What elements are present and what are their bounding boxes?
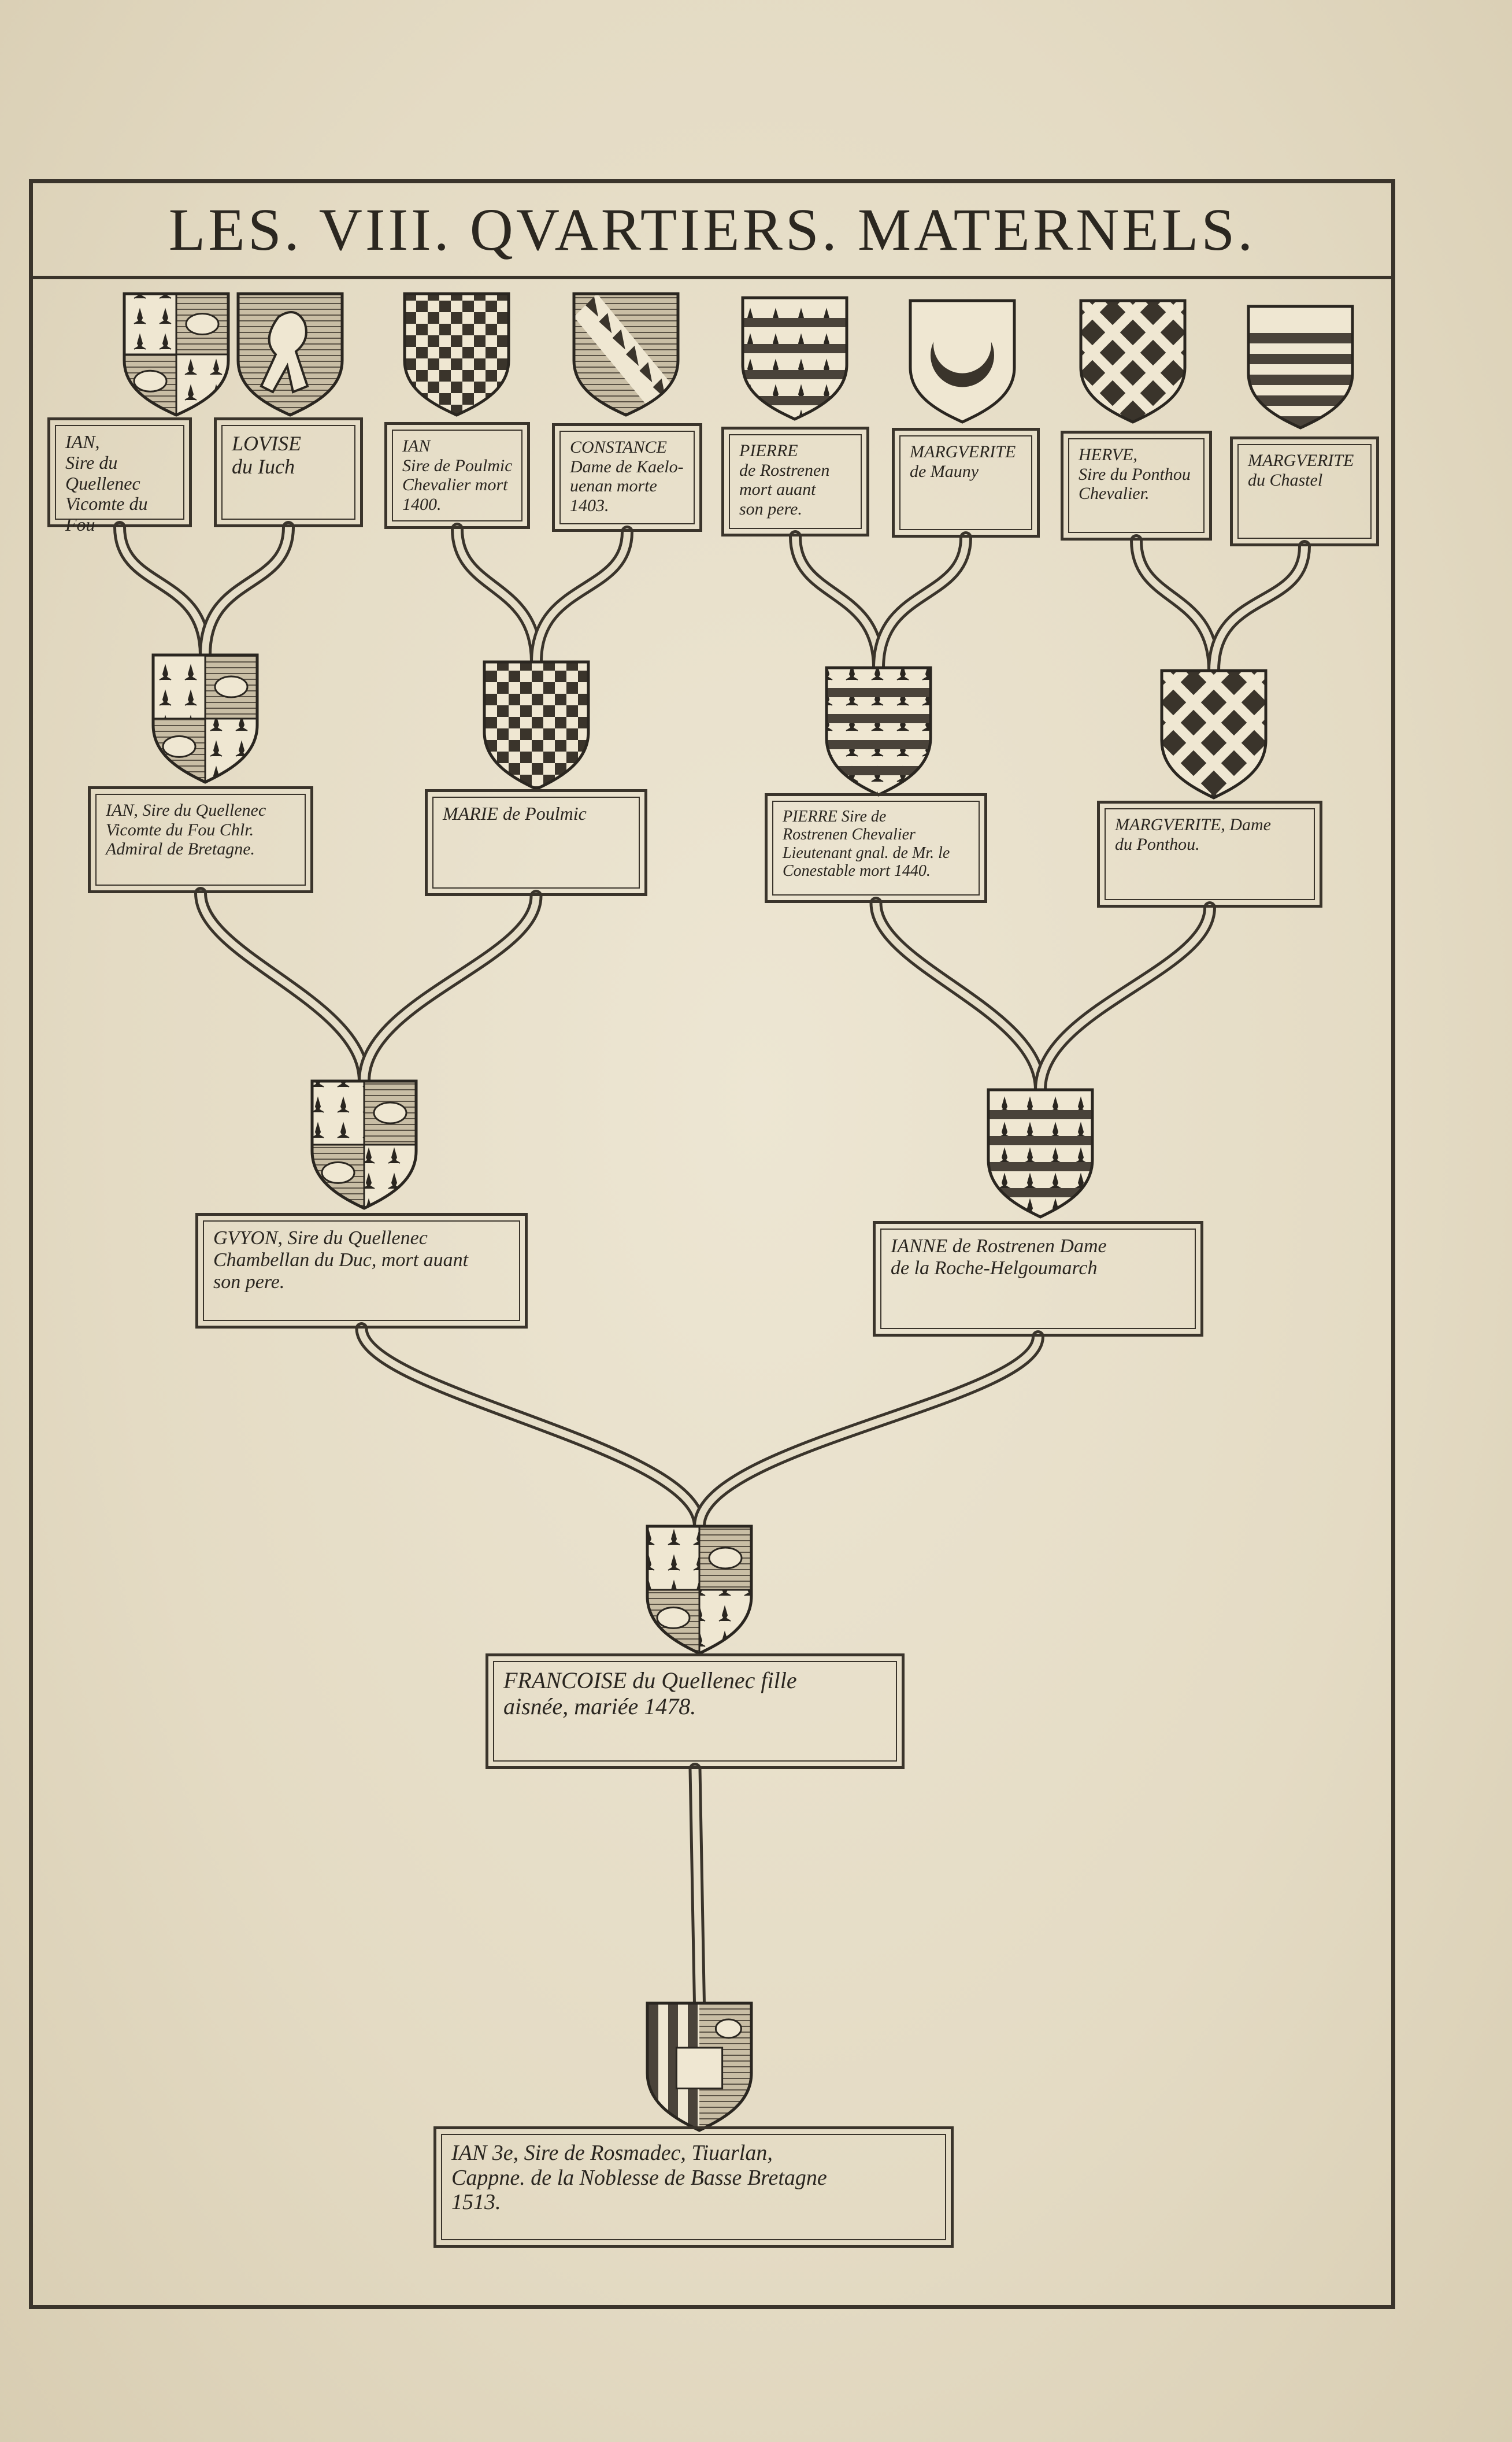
person-box-ianne: IANNE de Rostrenen Dame de la Roche-Helg… <box>873 1221 1203 1337</box>
person-box-ian1: IAN, Sire du Quellenec Vicomte du Fou <box>47 417 192 535</box>
person-label-ian1: IAN, Sire du Quellenec Vicomte du Fou <box>65 431 148 535</box>
person-label-marg3: MARGVERITE, Dame du Ponthou. <box>1115 815 1271 854</box>
person-label-louise: LOVISE du Iuch <box>232 432 301 479</box>
tree-connectors <box>113 521 1311 2010</box>
page-frame <box>29 179 1395 2309</box>
connector-ian1 <box>113 521 212 661</box>
shield-ian1-icon <box>123 292 230 417</box>
connector-marg1 <box>872 531 972 674</box>
connector-guyon-inner <box>358 1325 703 1530</box>
person-label-marg1: MARGVERITE de Mauny <box>910 442 1016 481</box>
connector-pierre2 <box>869 897 1047 1096</box>
connector-ianne-inner <box>696 1333 1042 1530</box>
person-box-ian2: IAN Sire de Poulmic Chevalier mort 1400. <box>384 422 530 529</box>
person-box-pierre1: PIERRE de Rostrenen mort auant son pere. <box>721 427 869 536</box>
person-label-ian2: IAN Sire de Poulmic Chevalier mort 1400. <box>402 436 513 514</box>
connector-pierre1 <box>789 530 885 674</box>
connector-pierre1-inner <box>792 533 882 671</box>
shield-pierre2-icon <box>825 666 932 797</box>
person-label-constance: CONSTANCE Dame de Kaelo- uenan morte 140… <box>570 438 684 515</box>
shield-marie-icon <box>483 660 590 791</box>
person-box-pierre2: PIERRE Sire de Rostrenen Chevalier Lieut… <box>765 793 987 903</box>
connector-pierre2-inner <box>872 900 1044 1093</box>
connector-louise <box>199 521 295 661</box>
shield-ian2-icon <box>403 292 510 417</box>
person-box-guyon: GVYON, Sire du Quellenec Chambellan du D… <box>195 1213 528 1329</box>
connector-constance <box>530 526 633 668</box>
person-label-pierre2: PIERRE Sire de Rostrenen Chevalier Lieut… <box>783 808 950 880</box>
person-label-marie: MARIE de Poulmic <box>443 803 587 824</box>
person-label-marg2: MARGVERITE du Chastel <box>1248 451 1354 490</box>
person-label-pierre1: PIERRE de Rostrenen mort auant son pere. <box>739 441 830 519</box>
shield-marg3-icon <box>1160 669 1268 800</box>
shield-francoise-icon <box>646 1525 753 1655</box>
person-box-francoise: FRANCOISE du Quellenec fille aisnée, mar… <box>486 1653 905 1769</box>
connector-marg1-inner <box>875 534 969 671</box>
person-label-guyon: GVYON, Sire du Quellenec Chambellan du D… <box>213 1227 469 1293</box>
connector-ian3 <box>194 887 370 1087</box>
person-box-marg1: MARGVERITE de Mauny <box>892 428 1040 538</box>
shield-constance-icon <box>572 292 680 417</box>
connector-marie-inner <box>361 893 540 1085</box>
coats-of-arms <box>123 292 1354 2132</box>
connector-herve-inner <box>1133 537 1217 674</box>
shield-marg1-icon <box>909 299 1016 424</box>
connector-ian3-inner <box>197 890 368 1085</box>
connector-francoise-inner <box>691 1766 703 2007</box>
shield-ian4-icon <box>646 2001 753 2132</box>
connector-louise-inner <box>202 524 292 658</box>
connector-guyon <box>355 1322 706 1533</box>
shield-louise-icon <box>236 292 344 417</box>
person-label-ianne: IANNE de Rostrenen Dame de la Roche-Helg… <box>891 1235 1107 1279</box>
shield-marg2-icon <box>1247 305 1354 430</box>
connector-marg3 <box>1034 901 1216 1096</box>
page-title: LES. VIII. QVARTIERS. MATERNELS. <box>168 196 1256 263</box>
person-box-herve: HERVE, Sire du Ponthou Chevalier. <box>1061 431 1212 541</box>
connector-ian1-inner <box>116 524 209 658</box>
person-box-marg2: MARGVERITE du Chastel <box>1230 436 1379 546</box>
person-box-ian4: IAN 3e, Sire de Rosmadec, Tiuarlan, Capp… <box>433 2126 954 2248</box>
shield-ianne-icon <box>987 1088 1094 1219</box>
person-label-herve: HERVE, Sire du Ponthou Chevalier. <box>1079 445 1191 504</box>
title-bar: LES. VIII. QVARTIERS. MATERNELS. <box>33 183 1391 279</box>
shield-ian3-icon <box>151 653 259 784</box>
connector-marg2 <box>1207 540 1311 677</box>
connector-ian2 <box>451 523 543 668</box>
connector-marie <box>358 890 543 1087</box>
person-label-ian3: IAN, Sire du Quellenec Vicomte du Fou Ch… <box>106 801 266 859</box>
connector-ianne <box>693 1330 1044 1533</box>
person-box-louise: LOVISE du Iuch <box>214 417 363 527</box>
connector-constance-inner <box>533 528 631 665</box>
connector-marg2-inner <box>1210 543 1308 674</box>
shield-pierre1-icon <box>741 296 848 421</box>
person-box-marie: MARIE de Poulmic <box>425 789 647 896</box>
person-box-marg3: MARGVERITE, Dame du Ponthou. <box>1097 801 1322 908</box>
person-label-ian4: IAN 3e, Sire de Rosmadec, Tiuarlan, Capp… <box>451 2141 827 2215</box>
connector-ian2-inner <box>454 526 540 665</box>
person-box-constance: CONSTANCE Dame de Kaelo- uenan morte 140… <box>552 423 702 532</box>
person-box-ian3: IAN, Sire du Quellenec Vicomte du Fou Ch… <box>88 786 313 893</box>
connector-marg3-inner <box>1037 904 1213 1093</box>
person-label-francoise: FRANCOISE du Quellenec fille aisnée, mar… <box>503 1667 797 1719</box>
shield-guyon-icon <box>310 1079 418 1210</box>
connector-herve <box>1130 534 1220 677</box>
